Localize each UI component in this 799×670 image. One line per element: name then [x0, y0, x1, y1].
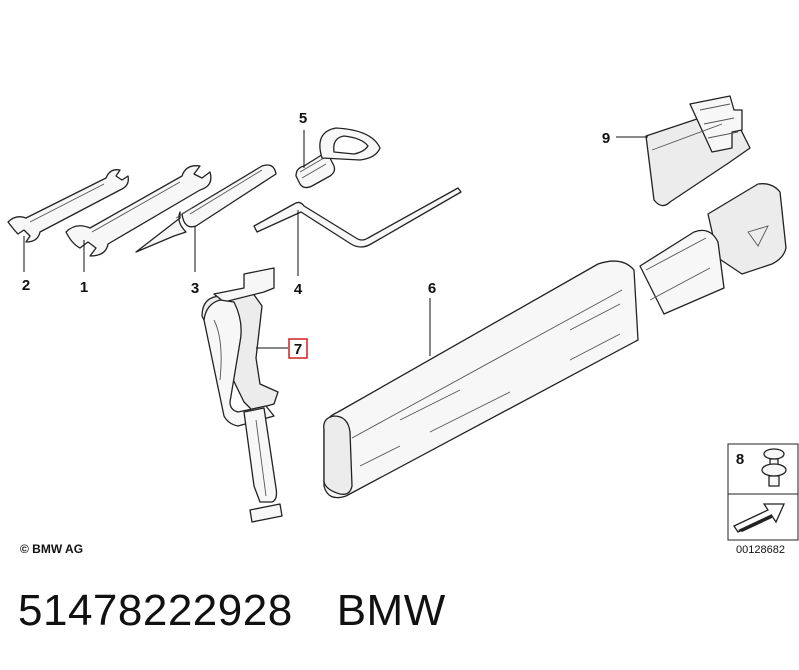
callout-5: 5	[299, 110, 307, 127]
diagram-number: 00128682	[736, 544, 785, 556]
wrench-small-icon	[7, 169, 129, 243]
screwdriver-icon	[135, 164, 277, 253]
brand-name: BMW	[336, 586, 446, 635]
crank-rod-icon	[253, 187, 462, 248]
callout-2: 2	[22, 277, 30, 294]
leader-lines	[23, 130, 648, 356]
part-number: 51478222928	[18, 586, 293, 635]
bracket-icon	[201, 267, 283, 523]
callout-6: 6	[428, 280, 436, 297]
callout-3: 3	[191, 280, 199, 297]
warning-triangle-case-icon	[323, 183, 787, 499]
towing-eye-icon	[295, 127, 381, 189]
wrench-large-icon	[65, 165, 212, 257]
callout-4: 4	[294, 281, 303, 298]
part-number-line: 51478222928 BMW	[18, 586, 446, 636]
arrow-icon	[733, 503, 786, 533]
cover-holder-icon	[645, 95, 751, 207]
clip-rivet-icon	[761, 448, 787, 487]
callout-8: 8	[736, 451, 744, 468]
highlight-box	[288, 338, 308, 359]
callout-1: 1	[80, 279, 88, 296]
callout-9: 9	[602, 130, 610, 147]
inset-box: 8 00128682	[727, 443, 799, 556]
copyright: © BMW AG	[20, 542, 83, 556]
callout-7: 7	[294, 341, 302, 358]
